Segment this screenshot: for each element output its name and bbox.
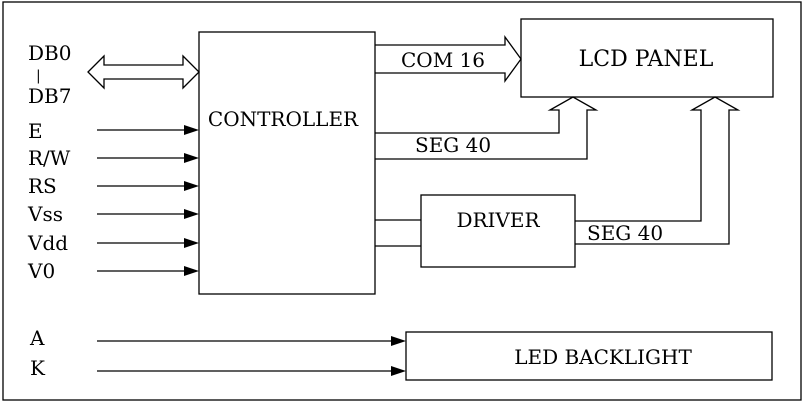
- pin-vdd-arrowhead: [184, 238, 199, 248]
- pin-e-label: E: [28, 119, 43, 143]
- pin-vss-label: Vss: [27, 202, 63, 226]
- pin-vss: Vss: [27, 202, 199, 226]
- pin-e-arrowhead: [184, 125, 199, 135]
- bus-separator: |: [36, 68, 41, 84]
- pin-a-label: A: [29, 326, 45, 350]
- pin-rs: RS: [28, 174, 199, 198]
- pin-vdd-label: Vdd: [27, 231, 68, 255]
- controller-label: CONTROLLER: [208, 107, 359, 131]
- pin-e: E: [28, 119, 199, 143]
- pin-vdd: Vdd: [27, 231, 199, 255]
- seg-label-1: SEG 40: [415, 133, 491, 157]
- pin-v0-arrowhead: [184, 266, 199, 276]
- com-bus-arrow: [375, 35, 522, 83]
- pin-a-arrowhead: [391, 336, 406, 346]
- pin-v0: V0: [27, 259, 199, 283]
- driver-label: DRIVER: [456, 208, 540, 232]
- pin-rs-arrowhead: [184, 181, 199, 191]
- led-backlight-label: LED BACKLIGHT: [514, 345, 692, 369]
- seg-label-2: SEG 40: [587, 221, 663, 245]
- driver-block: [420, 194, 576, 268]
- bus-bottom-label: DB7: [28, 84, 71, 108]
- pin-k-label: K: [30, 356, 46, 380]
- pin-k: K: [30, 356, 406, 380]
- seg-bus-2-arrow: [575, 96, 741, 245]
- bus-top-label: DB0: [28, 41, 71, 65]
- pin-k-arrowhead: [391, 366, 406, 376]
- pin-rs-label: RS: [28, 174, 57, 198]
- lcd-panel-label: LCD PANEL: [579, 47, 714, 72]
- pin-rw-label: R/W: [28, 146, 71, 170]
- pin-rw: R/W: [28, 146, 199, 170]
- seg-bus-1-arrow: [375, 96, 599, 160]
- pin-v0-label: V0: [27, 259, 55, 283]
- pin-a: A: [29, 326, 406, 350]
- led-backlight-block: [405, 331, 773, 381]
- data-bus-arrow: [87, 54, 200, 90]
- pin-rw-arrowhead: [184, 153, 199, 163]
- com-label: COM 16: [401, 48, 485, 72]
- controller-block: [198, 31, 376, 295]
- pin-vss-arrowhead: [184, 209, 199, 219]
